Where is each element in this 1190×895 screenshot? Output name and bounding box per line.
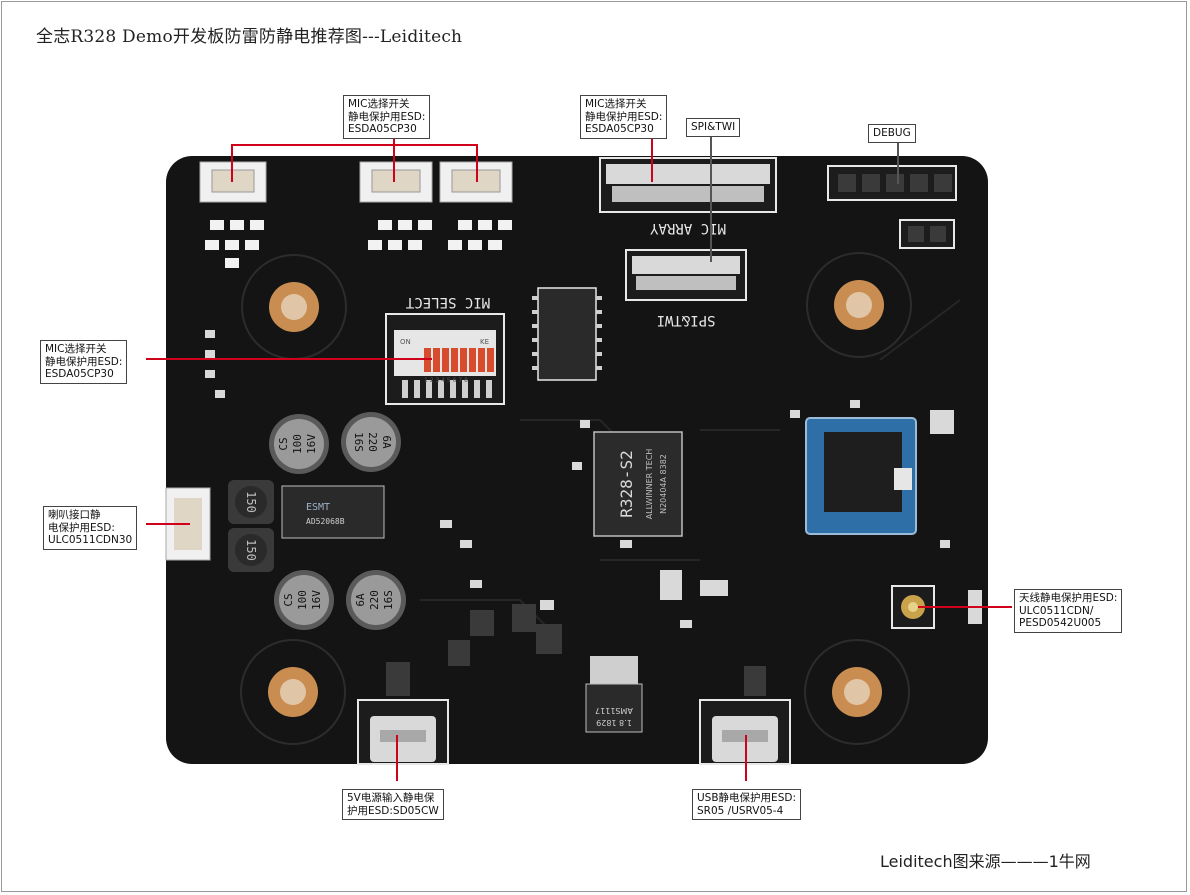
inductor-2	[228, 528, 274, 572]
memory-chip	[532, 287, 602, 381]
leader-lines	[146, 133, 1012, 781]
silk-cap1-l3: 16V	[305, 434, 318, 454]
silk-dip-numbers: 1 2 3 4 5 6 7 8	[424, 377, 468, 384]
callout-text: MIC选择开关	[585, 98, 647, 110]
electrolytic-capacitor-1	[269, 414, 329, 474]
spi-twi-fpc-connector	[625, 249, 747, 301]
callout-mic-top-right: MIC选择开关 静电保护用ESD: ESDA05CP30	[580, 95, 668, 139]
silk-dip-ke: KE	[480, 338, 489, 346]
electrolytic-capacitor-2	[341, 412, 401, 472]
micro-usb-5v-port	[357, 699, 449, 765]
debug-header	[827, 165, 957, 201]
silk-ldo-code: 1.8 1829	[596, 718, 632, 727]
mounting-hole-bl	[240, 639, 346, 745]
silk-cap4-l2: 220	[368, 590, 381, 610]
callout-text: MIC选择开关	[348, 98, 410, 110]
silk-spi-twi: SPI&TWI	[656, 312, 715, 328]
silk-inductor-2: 150	[244, 539, 258, 561]
callout-text: PESD0542U005	[1019, 617, 1102, 629]
mic-connector-2	[359, 161, 433, 203]
mounting-hole-br	[804, 639, 910, 745]
callout-text: ULC0511CDN30	[48, 534, 133, 546]
callout-text: 静电保护用ESD:	[348, 110, 426, 123]
misc-ics	[386, 604, 766, 696]
callout-text: 静电保护用ESD:	[585, 110, 663, 123]
silk-amp-model: AD52068B	[306, 517, 345, 526]
silk-cap4-l1: 6A	[354, 593, 367, 607]
callout-text: ESDA05CP30	[45, 368, 114, 380]
mounting-hole-tr	[806, 252, 912, 358]
electrolytic-capacitor-3	[274, 570, 334, 630]
callout-spi-twi: SPI&TWI	[686, 118, 741, 137]
silk-ldo-model: AMS1117	[595, 706, 633, 715]
silk-soc-brand: ALLWINNER TECH	[645, 449, 654, 520]
silk-dip-on: ON	[400, 338, 411, 346]
callout-mic-top-left: MIC选择开关 静电保护用ESD: ESDA05CP30	[343, 95, 431, 139]
callout-text: DEBUG	[873, 127, 911, 139]
silk-inductor-1: 150	[244, 491, 258, 513]
callout-text: 5V电源输入静电保	[347, 792, 435, 804]
mic-array-fpc-connector	[599, 157, 777, 213]
inductor-1	[228, 480, 274, 524]
esd-components-top	[205, 220, 512, 268]
silk-soc-lot: N20404A 8382	[659, 454, 668, 514]
callout-mic-left: MIC选择开关 静电保护用ESD: ESDA05CP30	[40, 340, 128, 384]
callout-text: 护用ESD:SD05CW	[347, 804, 439, 817]
audio-amplifier-chip	[281, 485, 385, 539]
image-credit: Leiditech图来源———1牛网	[880, 852, 1091, 871]
page-title: 全志R328 Demo开发板防雷防静电推荐图---Leiditech	[36, 27, 463, 47]
callout-speaker: 喇叭接口静 电保护用ESD: ULC0511CDN30	[43, 506, 138, 550]
callout-text: MIC选择开关	[45, 343, 107, 355]
mounting-hole-tl	[241, 254, 347, 360]
silk-soc-model: R328-S2	[617, 450, 636, 517]
misc-smd-components	[205, 330, 982, 628]
callout-usb: USB静电保护用ESD: SR05 /USRV05-4	[692, 789, 801, 820]
callout-text: SR05 /USRV05-4	[697, 804, 784, 817]
silk-mic-array: MIC ARRAY	[650, 220, 726, 236]
silk-cap4-l3: 16S	[382, 590, 395, 610]
wifi-module	[805, 417, 917, 535]
silk-cap2-l3: 16S	[352, 432, 365, 452]
silk-cap3-l1: CS	[282, 593, 295, 606]
callout-text: 静电保护用ESD:	[45, 355, 123, 368]
callout-text: SPI&TWI	[691, 121, 736, 133]
callout-text: USB静电保护用ESD:	[697, 792, 796, 804]
silk-cap3-l2: 100	[296, 590, 309, 610]
silk-cap2-l2: 220	[366, 432, 379, 452]
callout-text: ESDA05CP30	[585, 123, 654, 135]
electrolytic-capacitor-4	[346, 570, 406, 630]
jumper-header	[899, 219, 955, 249]
callout-text: 喇叭接口静	[48, 509, 101, 521]
callout-text: ULC0511CDN/	[1019, 604, 1094, 617]
silk-cap1-l1: CS	[277, 437, 290, 450]
silk-cap1-l2: 100	[291, 434, 304, 454]
callout-antenna: 天线静电保护用ESD: ULC0511CDN/ PESD0542U005	[1014, 589, 1123, 633]
callout-5v-power: 5V电源输入静电保 护用ESD:SD05CW	[342, 789, 444, 820]
silk-cap2-l1: 6A	[380, 435, 393, 449]
black-leader-lines	[710, 132, 899, 262]
silk-amp-brand: ESMT	[306, 502, 330, 513]
r328-soc	[593, 431, 683, 537]
ams1117-ldo	[585, 656, 643, 733]
silk-mic-select: MIC SELECT	[405, 294, 490, 310]
callout-text: ESDA05CP30	[348, 123, 417, 135]
callout-text: 电保护用ESD:	[48, 521, 115, 534]
callout-debug: DEBUG	[868, 124, 916, 143]
silk-cap3-l3: 16V	[310, 590, 323, 610]
callout-text: 天线静电保护用ESD:	[1019, 592, 1118, 604]
